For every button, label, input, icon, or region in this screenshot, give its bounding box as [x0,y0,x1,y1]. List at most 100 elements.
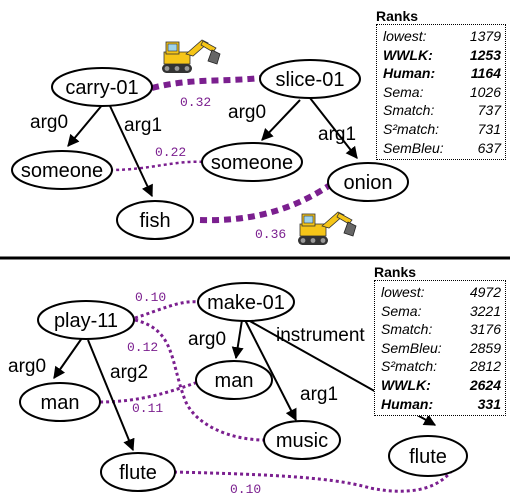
rank-row: Smatch:737 [383,101,501,120]
alignment-weight: 0.10 [230,482,261,497]
excavator-icon [297,211,357,246]
node-label: man [215,370,254,392]
rank-value: 3176 [469,321,501,338]
ranks-title: Ranks [376,8,419,24]
alignment-weight: 0.22 [155,145,186,160]
alignment-line [134,318,266,442]
edge-label: arg0 [188,329,226,350]
node-label: flute [409,446,447,468]
node-label: onion [344,172,393,194]
node-label: make-01 [207,292,285,314]
edge-label: arg2 [110,362,148,383]
rank-metric-name: S²match: [381,358,438,375]
node-someone-left [11,150,113,190]
edge-slice-arg0 [261,99,301,141]
alignment-weight: 0.12 [127,340,158,355]
alignment-weight: 0.10 [135,290,166,305]
rank-row: S²match: 2812 [381,357,501,376]
rank-value: 4972 [469,284,501,300]
rank-row: SemBleu: 2859 [381,339,501,358]
edge-label: instrument [276,325,365,346]
rank-value: 2812 [469,358,501,375]
edge-label: arg0 [30,112,68,133]
node-play [37,300,135,340]
ranks-title: Ranks [374,264,417,280]
alignment-line [151,75,261,91]
edge-slice-arg1 [309,97,358,159]
alignment-line [134,300,199,320]
rank-metric-name: SemBleu: [381,339,442,356]
rank-metric-name: Smatch: [381,321,433,338]
rank-row: Sema: 1026 [383,83,501,102]
rank-metric-name: Sema: [381,302,422,319]
rank-row: Sema: 3221 [381,302,501,321]
rank-row: SemBleu: 637 [383,139,501,158]
edge-label: arg1 [300,384,338,405]
rank-value: 1164 [470,65,501,82]
rank-metric-name: lowest: [381,284,425,300]
bottom-graph: play-11 make-01 man man music flute flut… [8,282,468,497]
node-fish [116,200,194,240]
rank-metric-name: WWLK: [381,376,431,393]
edge-make-arg1 [244,319,297,422]
rank-row: Human:1164 [383,64,501,83]
node-label: music [276,430,328,452]
rank-metric-name: S²match: [383,120,440,137]
node-make [197,282,295,322]
node-man-right [195,360,273,400]
node-slice [259,59,361,99]
edge-play-arg2 [87,339,135,452]
excavator-icon [161,39,221,74]
edge-carry-arg1 [109,105,153,198]
rank-metric-name: WWLK: [383,46,433,63]
edge-play-arg0 [53,337,83,379]
rank-value: 1026 [469,83,501,100]
node-flute-left [100,452,176,492]
rank-value: 731 [477,120,501,137]
node-music [263,420,341,460]
rank-row: Smatch: 3176 [381,320,501,339]
top-graph: carry-01 slice-01 someone someone fish o… [11,39,409,246]
rank-metric-name: Smatch: [383,102,435,119]
rank-metric-name: SemBleu: [383,139,444,156]
rank-value: 1253 [469,46,501,63]
edge-label: arg0 [8,356,46,377]
rank-row: WWLK: 2624 [381,376,501,395]
rank-row: WWLK: 1253 [383,46,501,65]
alignment-weight: 0.32 [180,95,211,110]
rank-value: 3221 [469,302,501,319]
node-man-left [19,382,101,422]
node-carry [51,67,153,107]
rank-value: 2624 [469,376,501,393]
edge-make-arg0 [231,319,244,360]
rank-value: 2859 [469,339,501,356]
alignment-weight: 0.11 [132,401,163,416]
alignment-weight: 0.36 [255,227,286,242]
node-label: man [41,392,80,414]
rank-metric-name: Sema: [383,83,424,100]
rank-row: S²match: 731 [383,120,501,139]
node-onion [327,162,409,202]
rank-value: 1379 [469,28,501,44]
edge-label: arg1 [318,124,356,145]
node-label: slice-01 [276,69,345,91]
alignment-line [199,182,332,224]
node-flute-right [388,435,468,477]
rank-metric-name: Human: [381,395,434,412]
node-label: flute [119,462,157,484]
rank-row: lowest: 4972 [381,283,501,302]
rank-row: lowest: 1379 [383,27,501,46]
node-label: play-11 [54,310,118,332]
node-label: carry-01 [65,77,138,99]
rank-metric-name: lowest: [383,28,427,44]
node-label: someone [21,160,103,182]
edge-label: arg0 [228,102,266,123]
rank-value: 637 [477,139,501,156]
node-label: someone [211,152,293,174]
rank-row: Human:331 [381,395,501,414]
edge-carry-arg0 [67,103,104,147]
alignment-line [173,459,460,493]
